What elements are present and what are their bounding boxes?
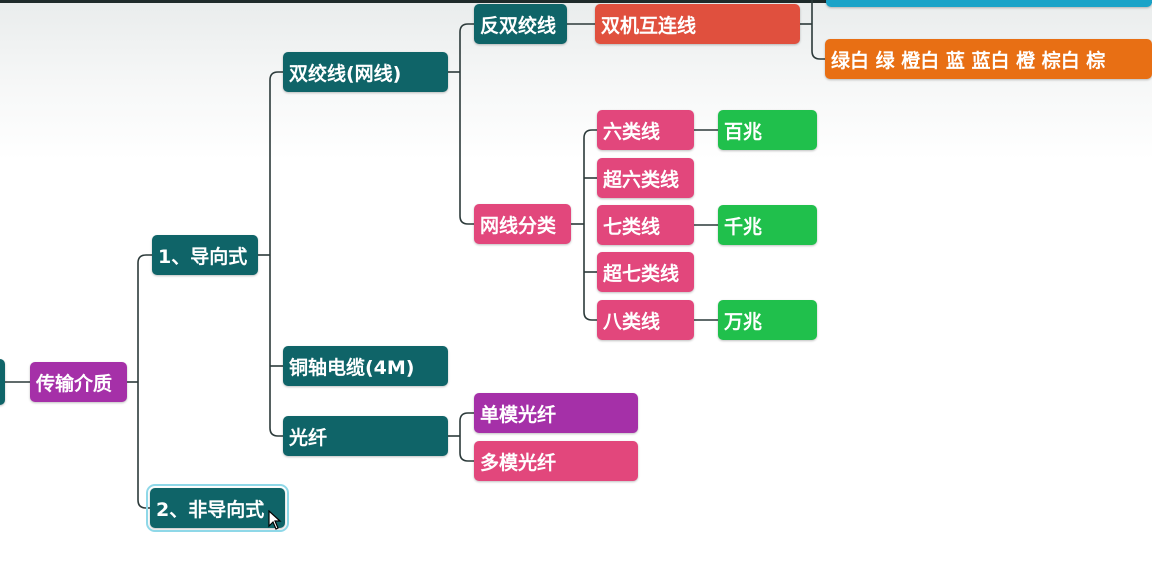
node-unguided[interactable]: 2、非导向式 xyxy=(146,484,289,532)
node-crossover-use[interactable]: 双机互连线 xyxy=(595,4,800,44)
parent-node-partial[interactable] xyxy=(0,359,5,405)
node-crossover-cable[interactable]: 反双绞线 xyxy=(474,4,567,44)
node-speed-1000m[interactable]: 千兆 xyxy=(718,205,817,245)
node-speed-100m[interactable]: 百兆 xyxy=(718,110,817,150)
node-speed-10g[interactable]: 万兆 xyxy=(718,300,817,340)
cyan-node-partial[interactable] xyxy=(826,0,1152,7)
node-cat6[interactable]: 六类线 xyxy=(597,110,694,150)
node-wire-order[interactable]: 绿白 绿 橙白 蓝 蓝白 橙 棕白 棕 xyxy=(825,39,1152,79)
root-node-transmission-media[interactable]: 传输介质 xyxy=(30,362,127,402)
window-top-edge xyxy=(0,0,1152,3)
node-fiber[interactable]: 光纤 xyxy=(283,416,448,456)
node-single-mode-fiber[interactable]: 单模光纤 xyxy=(474,393,638,433)
node-cat7[interactable]: 七类线 xyxy=(597,205,694,245)
node-twisted-pair[interactable]: 双绞线(网线) xyxy=(283,52,448,92)
node-coaxial-cable[interactable]: 铜轴电缆(4M) xyxy=(283,346,448,386)
node-cable-categories[interactable]: 网线分类 xyxy=(474,204,571,244)
node-multi-mode-fiber[interactable]: 多模光纤 xyxy=(474,441,638,481)
node-cat6a[interactable]: 超六类线 xyxy=(597,158,694,198)
node-guided[interactable]: 1、导向式 xyxy=(152,235,258,275)
node-cat7a[interactable]: 超七类线 xyxy=(597,252,694,292)
node-cat8[interactable]: 八类线 xyxy=(597,300,694,340)
